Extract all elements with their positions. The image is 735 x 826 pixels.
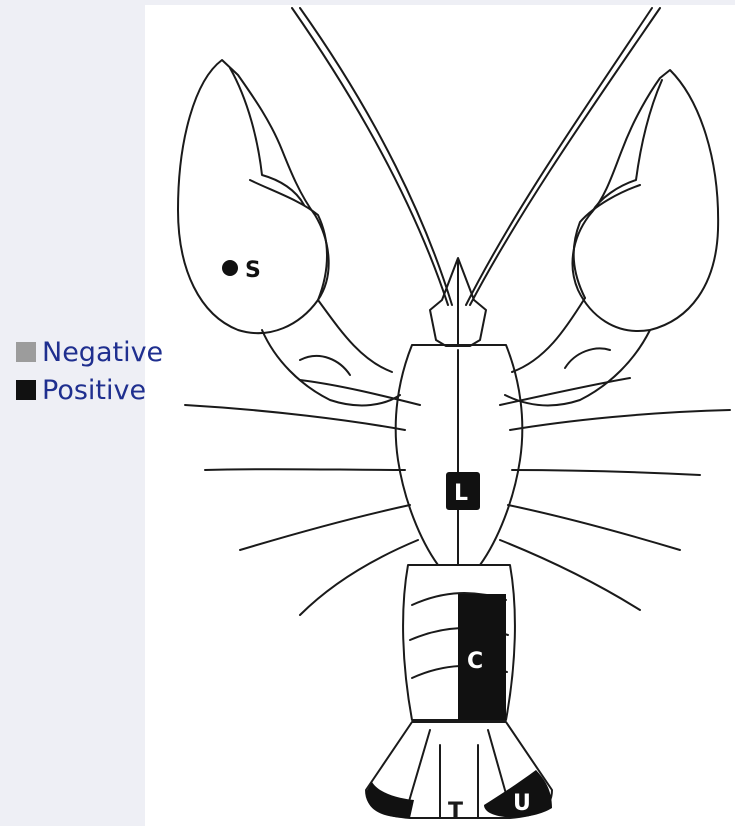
left-leg-2	[205, 469, 405, 470]
left-leg-1	[185, 405, 405, 430]
left-claw-inner	[250, 180, 327, 300]
legend-item-negative: Negative	[16, 333, 163, 371]
site-t-label: T	[448, 799, 463, 824]
site-s-dot	[222, 260, 238, 276]
legend: Negative Positive	[16, 333, 163, 409]
right-leg-1	[510, 410, 730, 430]
right-leg-4	[500, 540, 640, 610]
site-s-label: S	[245, 258, 261, 283]
right-antenna	[470, 8, 660, 305]
left-arm-joint	[300, 356, 350, 375]
legend-swatch-negative	[16, 342, 36, 362]
right-claw-inner	[574, 185, 640, 298]
site-u-left-mark	[366, 782, 414, 818]
left-leg-3	[240, 505, 410, 550]
left-claw-finger	[230, 68, 304, 205]
right-arm	[505, 298, 650, 405]
legend-swatch-positive	[16, 380, 36, 400]
site-l-label: L	[454, 481, 468, 506]
left-antenna	[292, 8, 448, 305]
legend-label-negative: Negative	[42, 337, 163, 368]
legend-label-positive: Positive	[42, 375, 146, 406]
left-claw	[178, 60, 329, 333]
site-c-label: C	[467, 649, 483, 674]
right-claw-finger	[592, 80, 662, 212]
legend-item-positive: Positive	[16, 371, 163, 409]
right-claw	[573, 70, 719, 331]
site-u-label: U	[513, 791, 531, 816]
right-leg-2	[512, 470, 700, 475]
right-arm-joint	[565, 348, 610, 368]
left-arm	[262, 300, 400, 405]
left-leg-4	[300, 540, 418, 615]
right-leg-3	[508, 505, 680, 550]
